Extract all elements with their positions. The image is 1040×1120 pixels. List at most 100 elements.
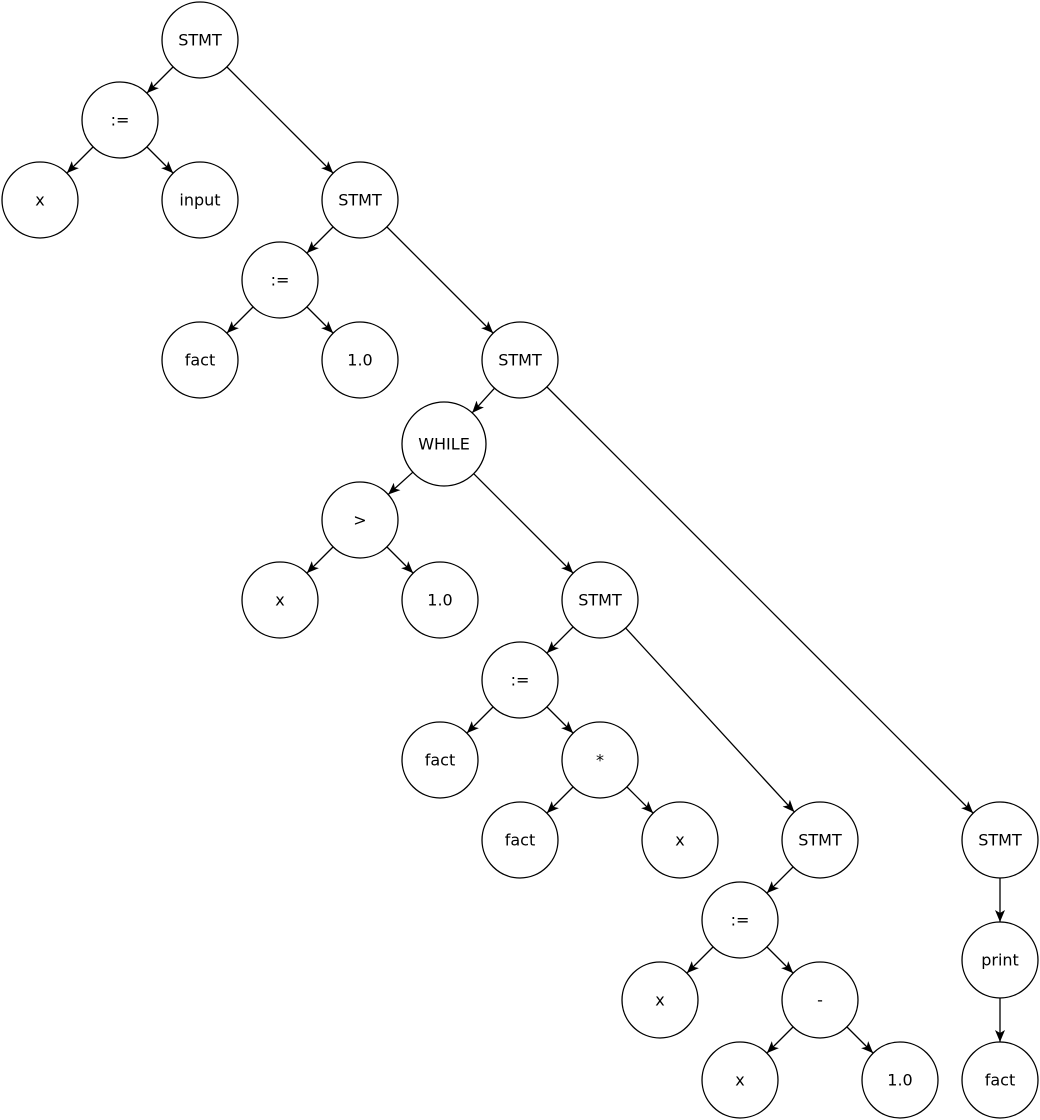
node-label: 1.0: [347, 351, 372, 370]
tree-node-print1: print: [961, 921, 1039, 999]
node-label: fact: [985, 1071, 1016, 1090]
node-circle: [961, 801, 1039, 879]
tree-node-assign1: :=: [81, 81, 159, 159]
edge-assign2-to-num1: [306, 306, 334, 334]
edge-assign1-to-input1: [146, 146, 174, 174]
node-label: *: [596, 751, 604, 770]
node-circle: [481, 801, 559, 879]
node-label: x: [675, 831, 684, 850]
node-circle: [161, 1, 239, 79]
tree-node-num1: 1.0: [321, 321, 399, 399]
node-label: STMT: [338, 191, 382, 210]
tree-node-mul1: *: [561, 721, 639, 799]
node-circle: [321, 321, 399, 399]
edge-stmt2-to-stmt3: [386, 226, 494, 334]
node-label: STMT: [798, 831, 842, 850]
node-circle: [701, 881, 779, 959]
node-circle: [621, 961, 699, 1039]
node-circle: [401, 401, 487, 487]
edge-mul1-to-x3: [626, 786, 654, 814]
tree-node-fact4: fact: [961, 1041, 1039, 1119]
tree-node-x4: x: [621, 961, 699, 1039]
node-circle: [241, 561, 319, 639]
node-circle: [641, 801, 719, 879]
tree-node-input1: input: [161, 161, 239, 239]
node-label: x: [275, 591, 284, 610]
node-label: fact: [425, 751, 456, 770]
tree-node-fact2: fact: [401, 721, 479, 799]
edge-while1-to-stmt4: [473, 473, 574, 574]
node-circle: [961, 1041, 1039, 1119]
edge-gt1-to-x2: [306, 546, 334, 574]
tree-node-assign2: :=: [241, 241, 319, 319]
node-circle: [561, 561, 639, 639]
edge-stmt3-to-stmt6: [546, 386, 974, 814]
node-label: x: [35, 191, 44, 210]
tree-node-fact1: fact: [161, 321, 239, 399]
edge-stmt1-to-assign1: [146, 66, 174, 94]
tree-node-gt1: >: [321, 481, 399, 559]
edge-stmt4-to-stmt5: [625, 627, 795, 813]
node-circle: [1, 161, 79, 239]
edge-layer: [66, 66, 1005, 1054]
node-circle: [481, 321, 559, 399]
tree-node-x1: x: [1, 161, 79, 239]
node-circle: [321, 161, 399, 239]
node-label: fact: [185, 351, 216, 370]
node-circle: [481, 641, 559, 719]
tree-node-x5: x: [701, 1041, 779, 1119]
node-label: STMT: [498, 351, 542, 370]
node-label: STMT: [178, 31, 222, 50]
node-label: fact: [505, 831, 536, 850]
tree-node-stmt2: STMT: [321, 161, 399, 239]
node-label: input: [179, 191, 220, 210]
edge-assign4-to-x4: [686, 946, 714, 974]
tree-node-assign3: :=: [481, 641, 559, 719]
node-label: WHILE: [418, 435, 470, 454]
node-circle: [81, 81, 159, 159]
tree-node-minus1: -: [781, 961, 859, 1039]
tree-node-fact3: fact: [481, 801, 559, 879]
tree-node-stmt4: STMT: [561, 561, 639, 639]
node-circle: [781, 801, 859, 879]
edge-assign3-to-mul1: [546, 706, 574, 734]
edge-minus1-to-x5: [766, 1026, 794, 1054]
node-circle: [401, 721, 479, 799]
node-circle: [701, 1041, 779, 1119]
node-label: x: [655, 991, 664, 1010]
node-circle: [961, 921, 1039, 999]
tree-node-num2: 1.0: [401, 561, 479, 639]
tree-node-stmt6: STMT: [961, 801, 1039, 879]
tree-node-stmt1: STMT: [161, 1, 239, 79]
node-label: STMT: [978, 831, 1022, 850]
node-label: :=: [111, 111, 130, 130]
node-circle: [861, 1041, 939, 1119]
tree-node-while1: WHILE: [401, 401, 487, 487]
tree-node-x2: x: [241, 561, 319, 639]
node-label: 1.0: [427, 591, 452, 610]
edge-assign4-to-minus1: [766, 946, 794, 974]
node-label: :=: [271, 271, 290, 290]
edge-while1-to-gt1: [387, 471, 414, 495]
edge-mul1-to-fact3: [546, 786, 574, 814]
node-label: x: [735, 1071, 744, 1090]
edge-minus1-to-num3: [846, 1026, 874, 1054]
tree-node-stmt3: STMT: [481, 321, 559, 399]
node-circle: [161, 321, 239, 399]
node-circle: [781, 961, 859, 1039]
edge-assign2-to-fact1: [226, 306, 254, 334]
tree-node-num3: 1.0: [861, 1041, 939, 1119]
edge-assign1-to-x1: [66, 146, 94, 174]
node-circle: [161, 161, 239, 239]
edge-stmt1-to-stmt2: [226, 66, 334, 174]
node-label: STMT: [578, 591, 622, 610]
node-label: >: [353, 511, 366, 530]
node-label: -: [817, 991, 823, 1010]
edge-stmt4-to-assign3: [546, 626, 574, 654]
node-label: :=: [731, 911, 750, 930]
tree-node-x3: x: [641, 801, 719, 879]
node-label: 1.0: [887, 1071, 912, 1090]
edge-assign3-to-fact2: [466, 706, 494, 734]
tree-node-assign4: :=: [701, 881, 779, 959]
